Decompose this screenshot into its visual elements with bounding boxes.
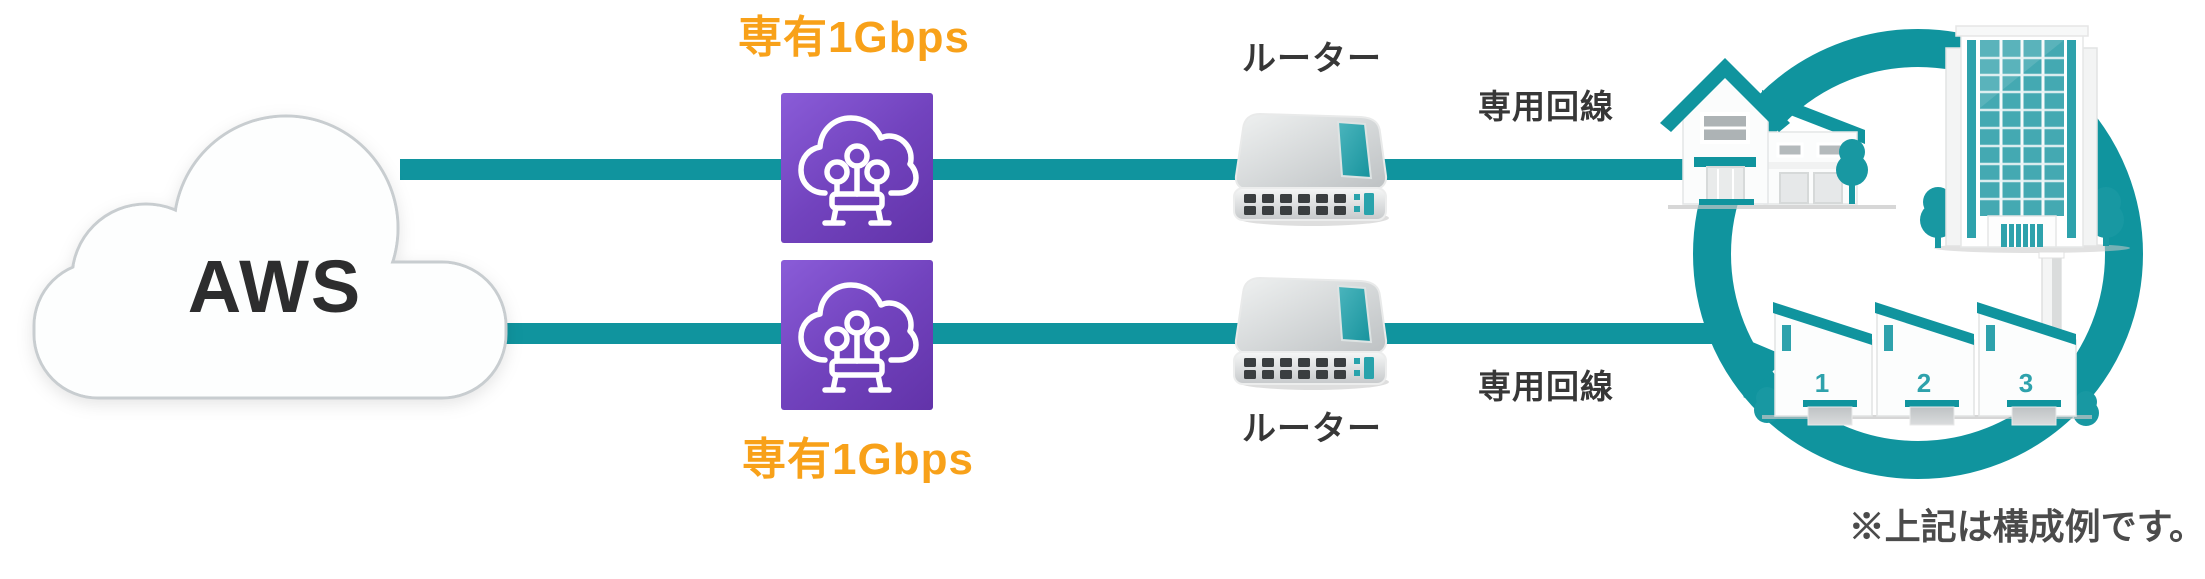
circle-arrow: [1693, 29, 2143, 479]
router-icon-bottom: [1228, 270, 1393, 394]
direct-connect-icon-top: [781, 93, 933, 243]
aws-cloud: [28, 110, 518, 405]
dedicated-line-bottom: [480, 323, 1730, 344]
bandwidth-label-bottom: 専有1Gbps: [742, 435, 974, 484]
direct-connect-cloud-icon: [798, 282, 919, 393]
tree-icon: [2073, 391, 2099, 426]
router-icon-top: [1228, 106, 1393, 230]
house-icon: [1660, 58, 1896, 209]
bandwidth-label-top: 専有1Gbps: [738, 13, 970, 62]
dedicated-line-label-bottom: 専用回線: [1478, 368, 1614, 405]
router-label-top: ルーター: [1242, 40, 1382, 78]
footnote: ※上記は構成例です。: [1848, 506, 2205, 547]
office-building-icon: [1920, 25, 2130, 253]
direct-connect-icon-bottom: [781, 260, 933, 410]
dedicated-line-label-top: 専用回線: [1478, 88, 1614, 125]
factory-icon: 1 2 3: [1754, 251, 2099, 426]
dedicated-line-top: [400, 159, 1700, 180]
direct-connect-cloud-icon: [798, 115, 919, 226]
aws-cloud-label: AWS: [187, 245, 363, 328]
factory-number-2: 2: [1917, 368, 1931, 398]
factory-chimney: [2038, 251, 2065, 335]
customer-site: 1 2 3: [1650, 10, 2190, 490]
cloud-icon: [32, 114, 508, 400]
factory-number-3: 3: [2019, 368, 2033, 398]
router-label-bottom: ルーター: [1242, 410, 1382, 448]
tree-icon: [1836, 139, 1868, 204]
factory-number-1: 1: [1815, 368, 1829, 398]
